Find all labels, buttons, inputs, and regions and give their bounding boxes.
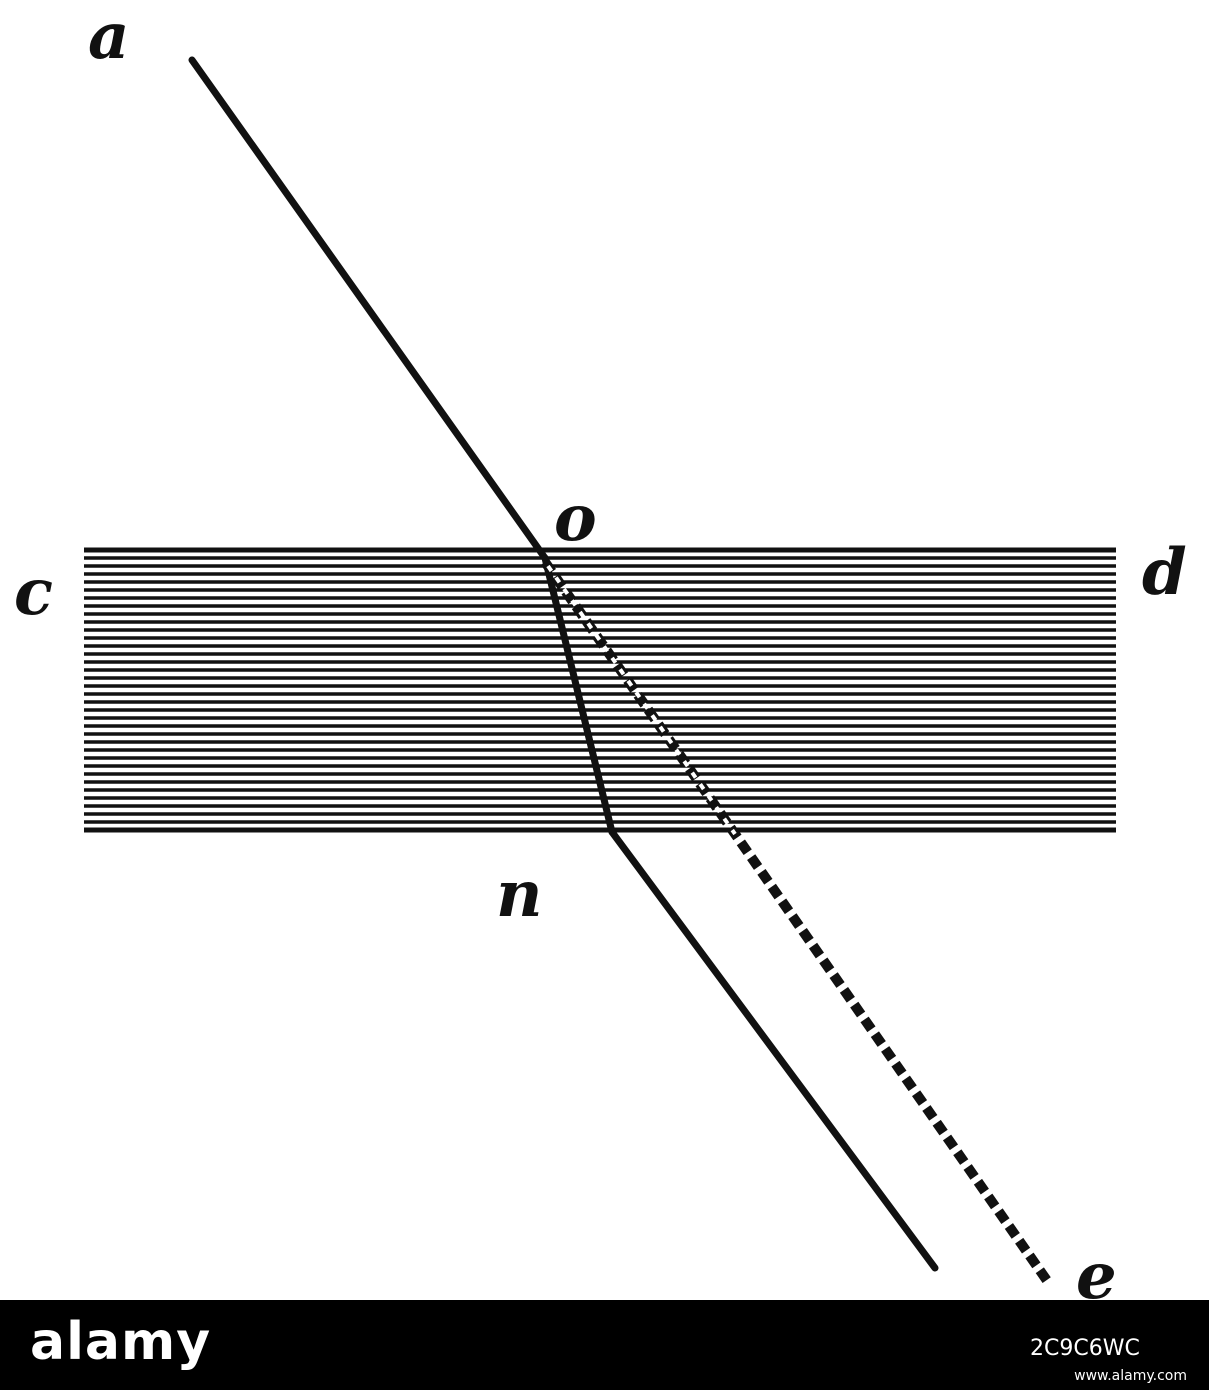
label-c: c	[14, 555, 53, 630]
incident-ray	[188, 56, 549, 562]
refracted-ray	[541, 554, 616, 836]
glass-slab-hatching	[84, 547, 1116, 833]
emergent-ray	[608, 828, 939, 1272]
label-a: a	[88, 0, 129, 74]
label-d: d	[1142, 535, 1187, 610]
stock-footer-bar: alamy 2C9C6WC www.alamy.com	[0, 1300, 1209, 1390]
site-url: www.alamy.com	[1074, 1368, 1187, 1384]
refraction-diagram: a o c d n e	[14, 0, 1187, 1300]
label-n: n	[496, 857, 543, 932]
label-e: e	[1076, 1239, 1117, 1300]
glass-slab	[84, 547, 1116, 834]
label-o: o	[554, 481, 597, 556]
alamy-logo: alamy	[30, 1312, 212, 1372]
image-id: 2C9C6WC	[1030, 1336, 1140, 1361]
